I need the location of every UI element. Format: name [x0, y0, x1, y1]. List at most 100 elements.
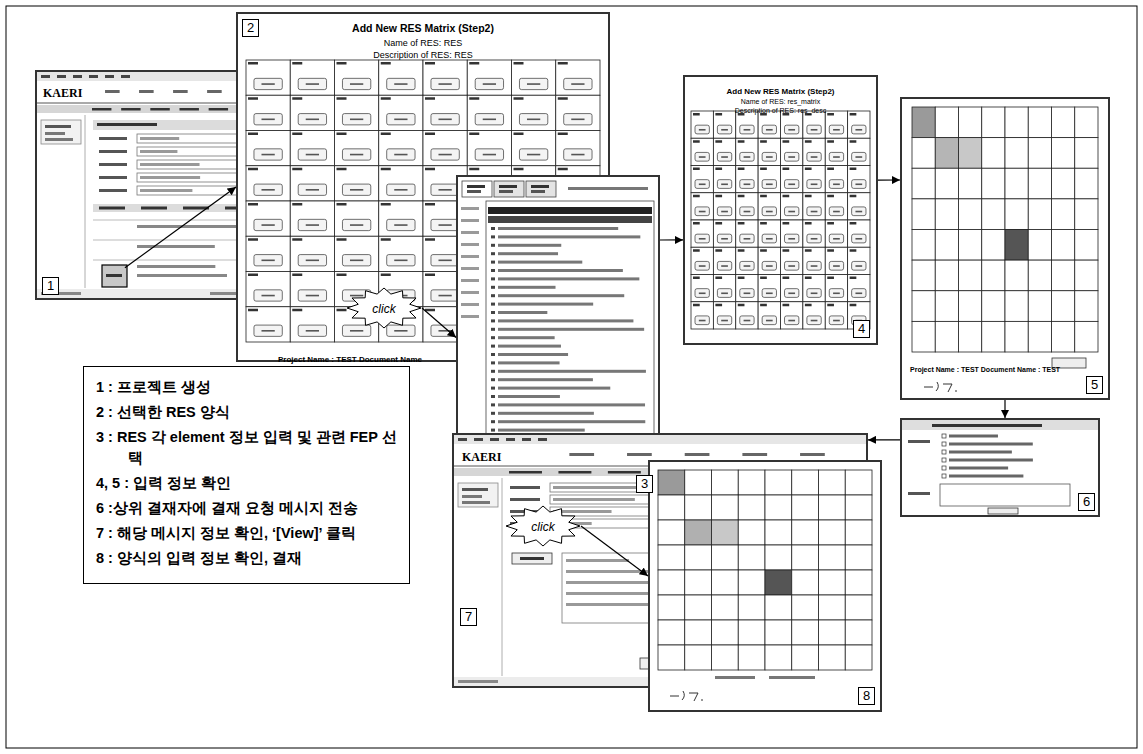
matrix-cell: [290, 60, 334, 95]
text-placeholder: [491, 244, 495, 247]
text-slot: 5: [1086, 375, 1103, 394]
matrix-cell: [1005, 321, 1028, 352]
matrix-cell: [658, 620, 685, 645]
matrix-cell: [1075, 199, 1098, 230]
text-placeholder: [498, 252, 558, 255]
text-slot: KAERI: [43, 83, 82, 101]
matrix-cell: [246, 272, 290, 307]
click-label: click: [372, 302, 395, 316]
matrix-cell: [825, 138, 847, 165]
text-placeholder: [850, 168, 857, 171]
add-button: [564, 78, 592, 89]
matrix-cell: [845, 470, 872, 495]
matrix-cell: [379, 166, 423, 201]
text-placeholder: [483, 119, 496, 121]
text-placeholder: [425, 133, 435, 136]
screenshot-text: Project Name : TEST Document Name: [278, 355, 422, 364]
matrix-cell: [246, 60, 290, 95]
text-placeholder: [41, 75, 50, 78]
add-button: [740, 261, 754, 270]
screenshot-text: Name of RES: res_matrix: [741, 98, 820, 105]
text-slot: click: [505, 517, 581, 535]
text-placeholder: [461, 291, 479, 294]
flow-arrow: [1004, 400, 1005, 418]
matrix-cell: [959, 199, 982, 230]
add-button: [762, 289, 776, 298]
matrix-cell: [736, 275, 758, 302]
text-placeholder: [491, 269, 495, 272]
matrix-cell: [803, 275, 825, 302]
text-placeholder: [248, 62, 258, 65]
text-placeholder: [715, 277, 722, 280]
text-placeholder: [45, 125, 71, 128]
add-button: [695, 180, 709, 189]
text-placeholder: [350, 189, 363, 191]
text-placeholder: [827, 277, 834, 280]
text-placeholder: [491, 303, 495, 306]
matrix-cell: [658, 570, 685, 595]
matrix-cell: [819, 645, 846, 670]
matrix-cell: [246, 166, 290, 201]
text-placeholder: [571, 154, 584, 156]
add-button: [785, 234, 799, 243]
text-placeholder: [693, 277, 700, 280]
text-placeholder: [908, 492, 930, 495]
flow-arrow: [581, 526, 648, 576]
text-placeholder: [337, 133, 347, 136]
text-placeholder: [693, 140, 700, 143]
matrix-cell: [781, 302, 803, 329]
text-placeholder: [509, 471, 542, 474]
matrix-cell: [819, 495, 846, 520]
text-placeholder: [855, 211, 862, 213]
matrix-cell: [1075, 230, 1098, 261]
add-button: [852, 152, 866, 161]
text-placeholder: [715, 113, 722, 116]
text-placeholder: [715, 168, 722, 171]
callout-number: 8: [858, 687, 875, 705]
matrix-cell: [658, 520, 685, 545]
text-placeholder: [833, 238, 840, 240]
matrix-cell: [959, 138, 982, 169]
text-placeholder: [498, 277, 639, 280]
click-label: click: [531, 520, 554, 534]
matrix-cell: [1052, 138, 1075, 169]
matrix-cell: [982, 230, 1005, 261]
screenshot-text: KAERI: [462, 450, 501, 464]
tab: [462, 181, 492, 197]
matrix-cell: [781, 247, 803, 274]
text-placeholder: [438, 330, 451, 332]
add-button: [852, 289, 866, 298]
list-box: [486, 201, 654, 467]
text-placeholder: [498, 336, 555, 339]
matrix-cell: [803, 111, 825, 138]
text-placeholder: [261, 330, 274, 332]
screenshot-text: Add New RES Matrix (Step2): [726, 87, 834, 96]
matrix-cell: [781, 275, 803, 302]
text-placeholder: [833, 265, 840, 267]
add-button: [829, 261, 843, 270]
text-placeholder: [99, 150, 127, 153]
text-placeholder: [99, 137, 127, 140]
text-placeholder: [760, 304, 767, 307]
text-placeholder: [261, 260, 274, 262]
callout-number: 1: [42, 277, 59, 295]
add-button: [431, 149, 459, 160]
callout-number: 7: [460, 608, 477, 626]
text-placeholder: [99, 207, 125, 210]
matrix-cell: [335, 60, 379, 95]
matrix-cell: [765, 570, 792, 595]
text-slot: click: [346, 299, 422, 317]
add-button: [519, 114, 547, 125]
text-placeholder: [850, 277, 857, 280]
text-placeholder: [425, 203, 435, 206]
matrix-cell: [379, 201, 423, 236]
matrix-cell: [691, 138, 713, 165]
text-placeholder: [699, 211, 706, 213]
matrix-cell: [792, 520, 819, 545]
text-placeholder: [811, 129, 818, 131]
matrix-cell: [1075, 138, 1098, 169]
text-placeholder: [306, 83, 319, 85]
matrix-cell: [1005, 199, 1028, 230]
text-placeholder: [425, 62, 435, 65]
text-placeholder: [769, 676, 815, 679]
